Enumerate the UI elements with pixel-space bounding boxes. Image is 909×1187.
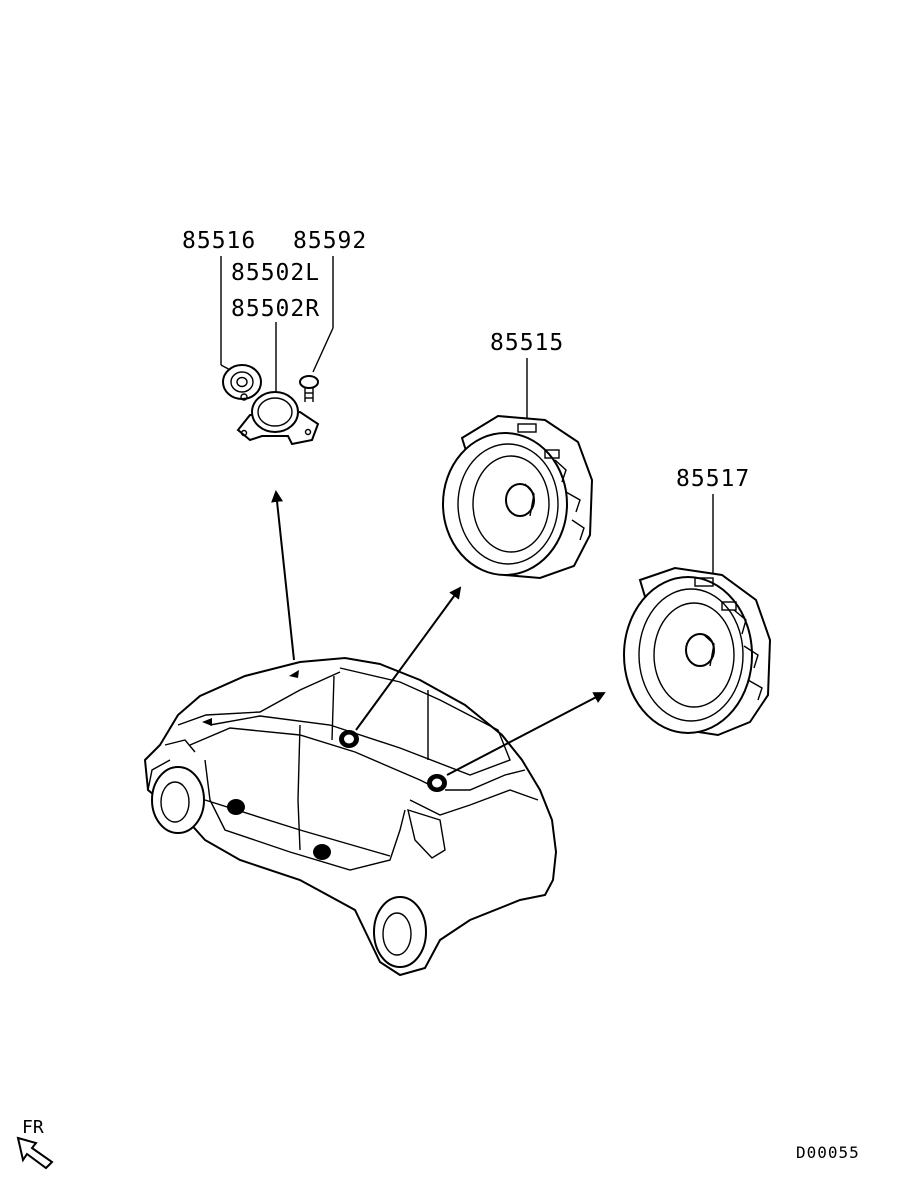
tweeter-nut [222,364,262,401]
label-85502r: 85502R [231,296,320,322]
front-indicator-label: FR [22,1117,44,1138]
tweeter-screw [299,375,319,402]
tweeter-speaker [236,391,320,446]
vehicle-speaker-markers [202,670,447,860]
diagram-id: D00055 [796,1143,860,1162]
label-85516: 85516 [182,228,256,254]
label-85502l: 85502L [231,260,320,286]
vehicle [143,656,558,977]
speaker-85517 [623,566,772,737]
label-85592: 85592 [293,228,367,254]
leader-lines [220,256,714,575]
label-85515: 85515 [490,330,564,356]
location-arrows [271,490,606,776]
front-arrow-icon [16,1136,54,1170]
speaker-85515 [442,414,594,580]
label-85517: 85517 [676,466,750,492]
